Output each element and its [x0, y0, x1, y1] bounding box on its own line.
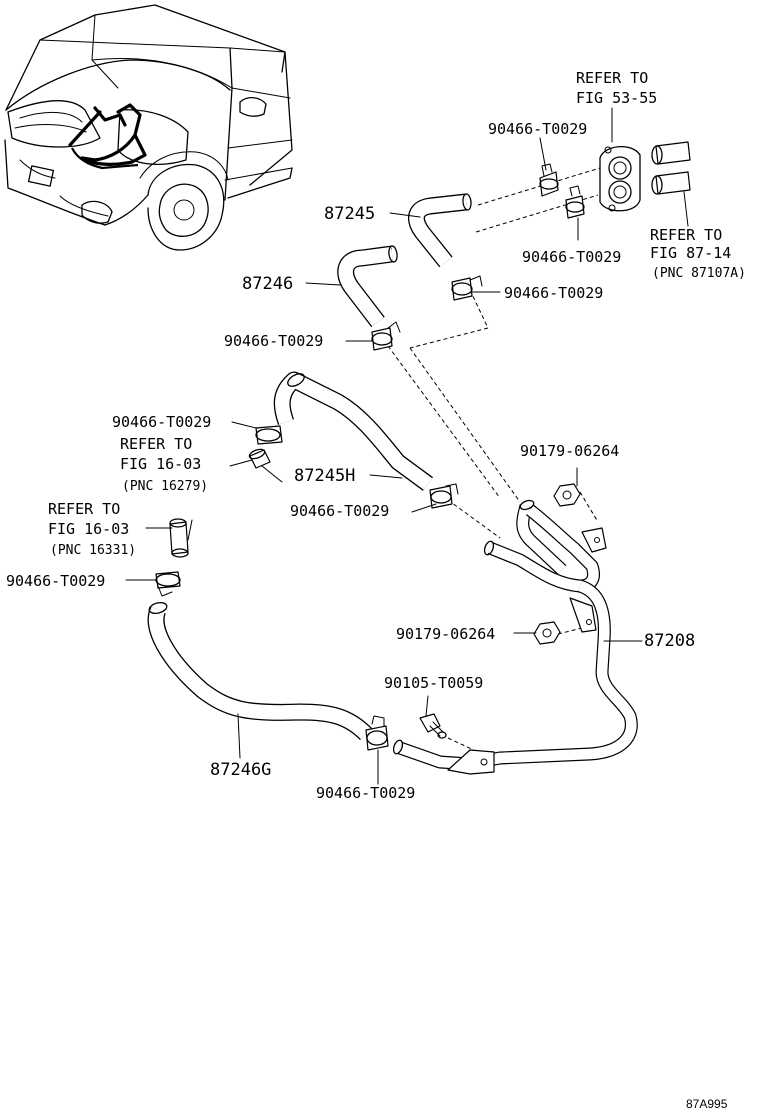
label-bolt-bottom: 90105-T0059 [384, 674, 483, 692]
label-part-87246: 87246 [242, 274, 293, 294]
label-clamp-mid-left: 90466-T0029 [224, 332, 323, 350]
label-part-87246g: 87246G [210, 760, 271, 780]
bolt-upper [553, 467, 581, 507]
illustration-code: 87A995 [686, 1097, 728, 1111]
clamp-mid-left [371, 321, 401, 351]
label-clamp-left: 90466-T0029 [6, 572, 105, 590]
heater-core-flange [599, 107, 691, 227]
label-clamp-left-upper: 90466-T0029 [112, 413, 211, 431]
clamp-right-mid [565, 185, 585, 219]
refer-fig-16-03-a-line2: FIG 16-03 [120, 455, 201, 473]
refer-fig-16-03-b-line1: REFER TO [48, 500, 120, 518]
refer-fig-16-03-b-pnc: (PNC 16331) [50, 543, 136, 558]
label-part-87208: 87208 [644, 631, 695, 651]
hose-87246 [337, 245, 398, 328]
assembly-dashed-lines [367, 167, 601, 753]
label-bolt-lower: 90179-06264 [396, 625, 495, 643]
hose-87246g [147, 601, 373, 741]
clamp-right-low [451, 275, 483, 301]
labels: REFER TO FIG 53-55 90466-T0029 87245 REF… [6, 69, 746, 1111]
refer-pipe-16279 [248, 448, 283, 483]
clamp-left [155, 571, 181, 597]
refer-fig-53-55-line1: REFER TO [576, 69, 648, 87]
clamp-bottom [365, 715, 389, 751]
refer-fig-87-14-line1: REFER TO [650, 226, 722, 244]
refer-fig-16-03-b-line2: FIG 16-03 [48, 520, 129, 538]
label-clamp-bottom: 90466-T0029 [316, 784, 415, 802]
refer-fig-16-03-a-line1: REFER TO [120, 435, 192, 453]
label-clamp-mid: 90466-T0029 [290, 502, 389, 520]
label-clamp-top: 90466-T0029 [488, 120, 587, 138]
hose-87245 [408, 193, 472, 268]
vehicle-locator-illustration [4, 4, 293, 251]
bolt-bottom [419, 695, 447, 739]
label-clamp-right-mid: 90466-T0029 [522, 248, 621, 266]
clamp-top [539, 163, 559, 197]
refer-pipe-16331 [169, 518, 193, 558]
label-clamp-right-low: 90466-T0029 [504, 284, 603, 302]
refer-fig-53-55-line2: FIG 53-55 [576, 89, 657, 107]
bolt-lower [533, 621, 561, 645]
refer-fig-87-14-line2: FIG 87-14 [650, 244, 731, 262]
refer-fig-16-03-a-pnc: (PNC 16279) [122, 479, 208, 494]
leader-lines [125, 137, 643, 785]
label-part-87245h: 87245H [294, 466, 355, 486]
clamp-left-upper [255, 425, 283, 445]
hose-87245h [273, 371, 434, 491]
refer-fig-87-14-pnc: (PNC 87107A) [652, 266, 746, 281]
water-pipe-87208 [392, 499, 638, 775]
clamp-mid [429, 483, 459, 509]
label-part-87245: 87245 [324, 204, 375, 224]
label-bolt-upper: 90179-06264 [520, 442, 619, 460]
